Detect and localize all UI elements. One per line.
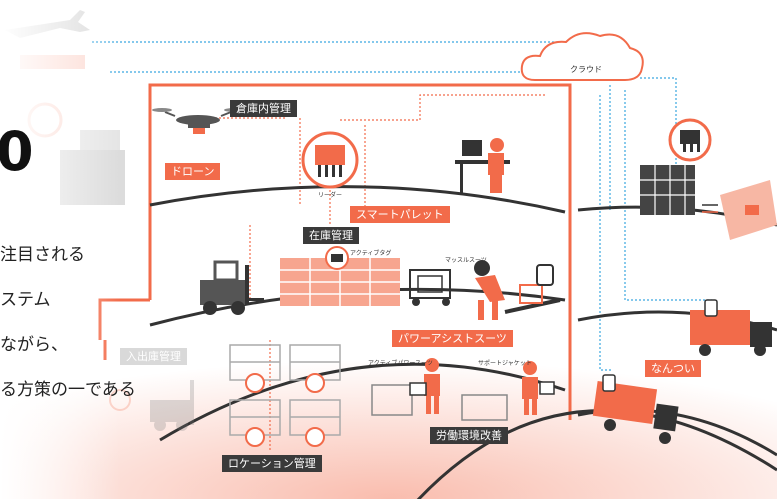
pallet-box-icon: [720, 180, 777, 240]
cloud-icon: [520, 32, 644, 81]
label-power-assist: パワーアシストスーツ: [392, 330, 513, 347]
caption-support-jacket: サポートジャケット: [478, 360, 532, 367]
headline-line-3: ながら、: [0, 335, 68, 355]
muscle-suit-worker-icon: [474, 260, 505, 320]
truck-icon-lower: [592, 374, 679, 444]
label-smart-pallet: スマートパレット: [350, 206, 450, 223]
transfer-arrows-icon: [702, 204, 718, 213]
caption-active-tag: アクティブタグ: [350, 250, 392, 257]
warehouse-icon: [640, 118, 712, 215]
location-shelves-icon: [229, 344, 341, 436]
label-labor-env: 労働環境改善: [430, 427, 508, 444]
box-stacks-icon: [371, 384, 508, 421]
label-nantsui: なんつい: [645, 360, 701, 377]
active-power-suit-worker-icon: [409, 358, 440, 414]
worker-at-computer-icon: [455, 138, 510, 194]
support-jacket-worker-icon: [522, 361, 555, 415]
label-drone: ドローン: [165, 163, 221, 180]
cart-icon: [409, 269, 451, 306]
caption-active-power-suit: アクティブパワースーツ: [368, 360, 433, 367]
forklift-icon: [200, 260, 264, 315]
cloud-label: クラウド: [570, 65, 602, 74]
reader-icon: [301, 131, 359, 189]
pallet-stack-icon: [280, 246, 400, 306]
headline-line-2: ステム: [0, 290, 51, 310]
headline-line-1: 注目される: [0, 245, 85, 265]
faded-forklift-icon: [109, 380, 194, 431]
caption-reader: リーダー: [318, 192, 343, 199]
label-warehouse-mgmt: 倉庫内管理: [230, 100, 297, 117]
headline-line-4: る方策の一である: [0, 380, 136, 400]
label-location-mgmt: ロケーション管理: [222, 455, 322, 472]
label-inventory-mgmt: 在庫管理: [303, 227, 359, 244]
truck-icon-upper: [690, 299, 772, 356]
location-tag-icons: [245, 373, 325, 447]
headline-number: 0: [0, 120, 34, 183]
conveyor-icon: [504, 264, 561, 314]
caption-muscle-suit: マッスルスーツ: [445, 257, 487, 264]
label-inout-mgmt: 入出庫管理: [120, 348, 187, 365]
